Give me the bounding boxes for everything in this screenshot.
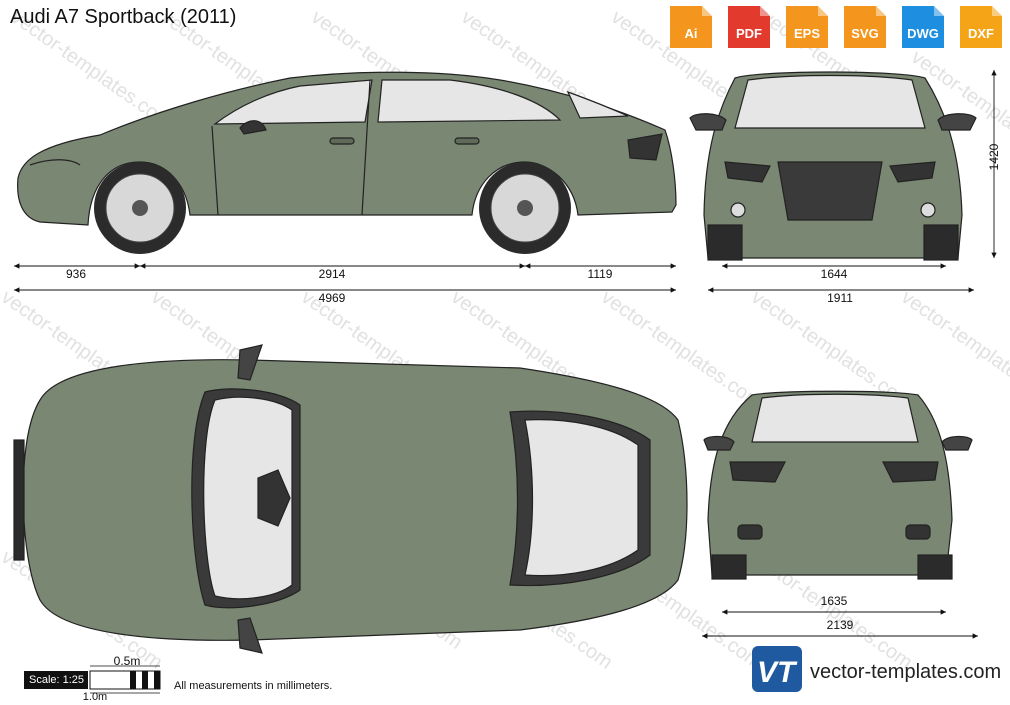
format-label: DWG (907, 26, 939, 41)
side-window-rear (377, 79, 562, 123)
top-view (13, 344, 688, 654)
side-rear-wheel (479, 162, 571, 254)
scale-half-label: 0.5m (113, 654, 141, 668)
dim-width-mirrors: 2139 (826, 618, 854, 632)
download-formats: Ai PDF EPS SVG DWG DXF (666, 4, 1006, 48)
dim-front-overhang: 936 (65, 267, 87, 281)
brand-logo-text: VT (757, 656, 798, 689)
front-view (689, 71, 977, 261)
svg-file-icon (844, 6, 886, 48)
brand-name: vector-templates.com (810, 661, 1002, 683)
page-title: Audi A7 Sportback (2011) (10, 6, 237, 28)
dim-width: 1911 (827, 291, 853, 305)
format-label: PDF (736, 26, 762, 41)
dimension-lines (13, 70, 997, 639)
side-window-quarter (566, 90, 629, 119)
format-label: DXF (968, 26, 994, 41)
dwg-file-icon (902, 6, 944, 48)
side-front-wheel (94, 162, 186, 254)
svg-download-button[interactable]: SVG (840, 4, 890, 48)
eps-download-button[interactable]: EPS (782, 4, 832, 48)
dim-front-track: 1644 (820, 267, 848, 281)
side-window (213, 79, 373, 125)
dim-height: 1420 (987, 143, 1001, 171)
scale-full-label: 1.0m (82, 691, 108, 703)
measurement-note: All measurements in millimeters. (174, 680, 333, 692)
dim-length: 4969 (318, 291, 346, 305)
dim-wheelbase: 2914 (318, 267, 346, 281)
format-label: SVG (851, 26, 879, 41)
dim-rear-overhang: 1119 (587, 267, 613, 281)
dim-rear-track: 1635 (820, 594, 848, 608)
ai-file-icon (670, 6, 712, 48)
format-label: EPS (793, 26, 820, 41)
ai-download-button[interactable]: Ai (666, 4, 716, 48)
dxf-download-button[interactable]: DXF (956, 4, 1006, 48)
brand-logo: VT (752, 646, 802, 692)
scale-bar (89, 665, 161, 694)
dxf-file-icon (960, 6, 1002, 48)
format-label: Ai (684, 26, 698, 41)
dwg-download-button[interactable]: DWG (898, 4, 948, 48)
pdf-file-icon (728, 6, 770, 48)
rear-view (703, 390, 973, 580)
side-view (17, 71, 677, 226)
pdf-download-button[interactable]: PDF (724, 4, 774, 48)
eps-file-icon (786, 6, 828, 48)
scale-label: Scale: 1:25 (24, 671, 88, 689)
